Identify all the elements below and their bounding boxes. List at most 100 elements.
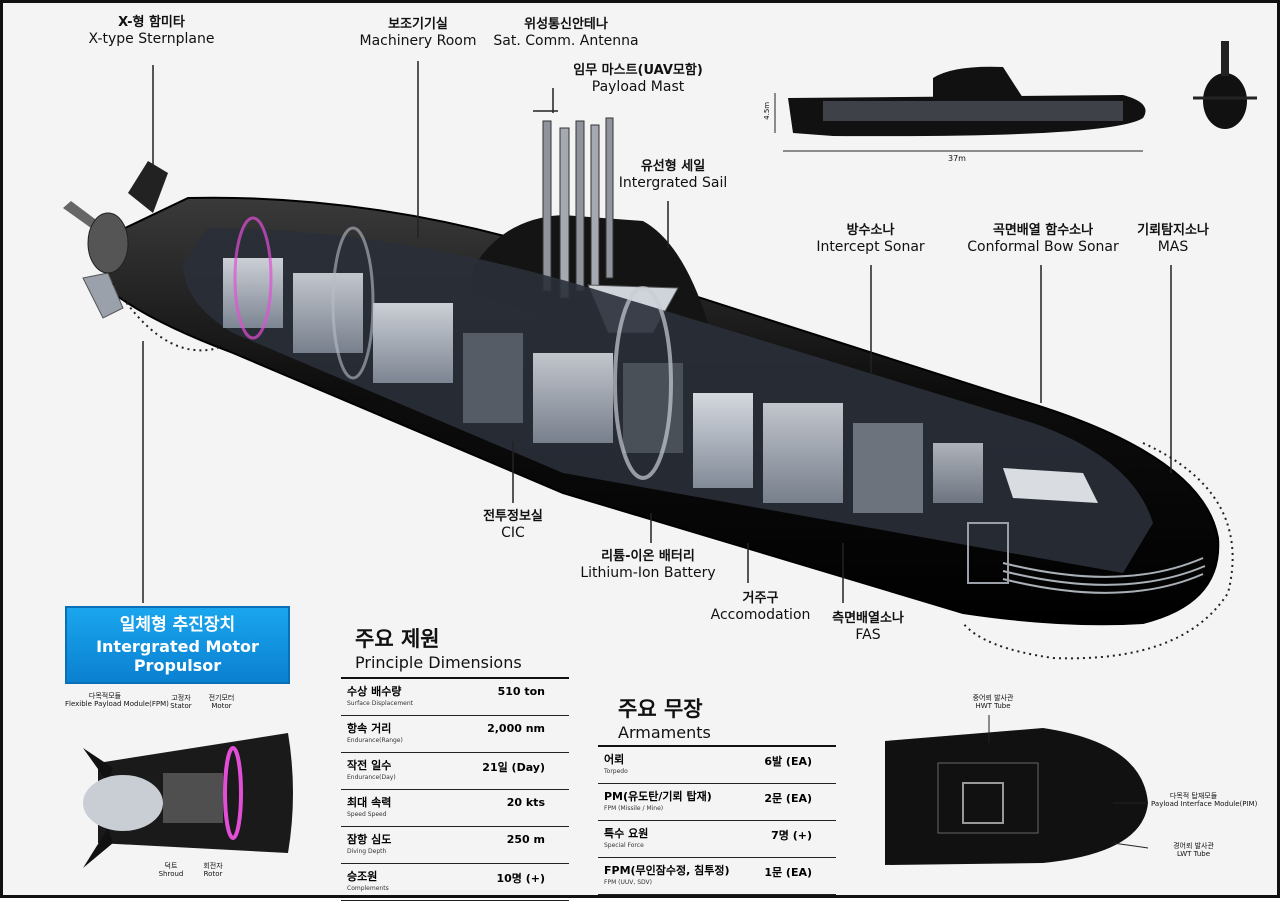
label-sat-antenna: 위성통신안테나 Sat. Comm. Antenna [485,17,647,51]
label-sternplane-en: X-type Sternplane [88,31,215,48]
propulsor-banner: 일체형 추진장치 Intergrated Motor Propulsor [65,606,290,684]
spec-value: 6발 (EA) [764,755,812,768]
spec-key: FPM(무인잠수정, 침투정) [604,864,730,877]
propulsor-part-rotor-ko: 회전자 [203,862,223,870]
spec-subkey: FPM (Missile / Mine) [604,805,664,812]
spec-subkey: Endurance(Range) [347,737,403,744]
spec-subkey: Torpedo [604,768,628,775]
label-fas-en: FAS [855,627,881,644]
propulsor-part-shroud-ko: 덕트 [164,862,178,870]
spec-value: 7명 (+) [771,829,812,842]
spec-row: 특수 요원 Special Force 7명 (+) [598,821,836,858]
propulsor-part-rotor: 회전자 Rotor [193,862,233,878]
bow-label-hwt-ko: 중어뢰 발사관 [972,694,1014,702]
dimensions-title-en: Principle Dimensions [355,653,522,672]
spec-subkey: Special Force [604,842,644,849]
spec-row: 어뢰 Torpedo 6발 (EA) [598,747,836,784]
propulsor-part-rotor-en: Rotor [203,869,223,878]
label-accommodation-en: Accomodation [710,607,811,624]
label-machinery-room-ko: 보조기기실 [388,17,448,32]
label-accommodation-ko: 거주구 [742,591,779,606]
dimensions-title-ko: 주요 제원 [355,627,440,651]
label-cic-en: CIC [501,525,525,542]
propulsor-part-payload-module-en: Flexible Payload Module(FPM) [65,699,169,708]
spec-row: PM(유도탄/기뢰 탑재)FPM (Missile / Mine)2문 (EA) [598,784,836,821]
armaments-title-en: Armaments [618,723,711,742]
spec-subkey: Diving Depth [347,848,387,855]
spec-key: PM(유도탄/기뢰 탑재) [604,790,712,803]
spec-value: 21일 (Day) [482,761,545,774]
label-payload-mast: 임무 마스트(UAV모함) Payload Mast [558,63,718,97]
side-view [774,66,1146,152]
spec-value: 1문 (EA) [764,866,812,879]
bow-label-lwt: 경어뢰 발사관 LWT Tube [1151,842,1236,858]
label-bow-sonar-en: Conformal Bow Sonar [967,239,1119,256]
label-fas: 측면배열소나 FAS [808,611,928,645]
spec-row: 승조원 Complements 10명 (+) [341,864,569,901]
label-payload-mast-en: Payload Mast [591,79,685,96]
label-intercept-sonar-en: Intercept Sonar [816,239,925,256]
bow-label-hwt-en: HWT Tube [975,701,1011,710]
label-sternplane-ko: X-형 함미타 [118,15,185,30]
bow-label-hwt: 중어뢰 발사관 HWT Tube [958,694,1028,710]
label-intercept-sonar-ko: 방수소나 [846,223,895,238]
propulsor-detail [83,733,293,868]
label-mas: 기뢰탐지소나 MAS [1128,223,1218,257]
spec-key: 수상 배수량 [347,685,402,698]
spec-key: 어뢰 [604,753,625,766]
propulsor-title-en-1: Intergrated Motor [96,637,259,656]
label-sat-antenna-ko: 위성통신안테나 [524,17,608,32]
propulsor-title-ko: 일체형 추진장치 [119,615,236,635]
leader-lines [142,61,1172,603]
label-payload-mast-ko: 임무 마스트(UAV모함) [573,63,703,78]
propulsor-part-motor-ko: 전기모터 [208,694,235,702]
label-bow-sonar-ko: 곡면배열 함수소나 [992,223,1094,238]
spec-key: 최대 속력 [347,796,392,809]
armaments-title-ko: 주요 무장 [618,697,703,721]
spec-value: 10명 (+) [496,872,545,885]
label-cic-ko: 전투정보실 [483,509,543,524]
spec-key: 특수 요원 [604,827,649,840]
side-view-height: 4.5m [763,101,772,120]
label-battery: 리튬-이온 배터리 Lithium-Ion Battery [568,549,728,583]
spec-row: FPM(무인잠수정, 침투정)FPM (UUV, SDV)1문 (EA) [598,858,836,895]
label-sat-antenna-en: Sat. Comm. Antenna [493,33,639,50]
x-sternplanes [63,161,168,319]
propulsor-part-shroud: 덕트 Shroud [151,862,191,878]
propulsor-part-motor-en: Motor [211,701,232,710]
dimensions-title: 주요 제원 Principle Dimensions [355,623,522,672]
spec-value: 510 ton [497,685,545,698]
propulsor-part-stator-en: Stator [170,701,192,710]
propulsor-title-en-2: Propulsor [133,656,222,675]
label-fas-ko: 측면배열소나 [832,611,904,626]
label-accommodation: 거주구 Accomodation [698,591,823,625]
spec-key: 작전 일수 [347,759,392,772]
spec-subkey: Surface Displacement [347,700,414,707]
propulsor-part-payload-module-ko: 다목적모듈 [88,692,122,700]
armaments-title: 주요 무장 Armaments [618,693,711,742]
bow-label-payload-interface-en: Payload Interface Module(PIM) [1151,799,1258,808]
side-view-length: 37m [948,154,966,163]
label-battery-en: Lithium-Ion Battery [580,565,716,582]
spec-key: 잠항 심도 [347,833,392,846]
label-battery-ko: 리튬-이온 배터리 [601,549,695,564]
front-view [1193,41,1257,129]
label-mas-en: MAS [1157,239,1189,256]
spec-value: 2,000 nm [487,722,545,735]
spec-value: 250 m [506,833,545,846]
label-cic: 전투정보실 CIC [463,509,563,543]
propulsor-part-shroud-en: Shroud [158,869,184,878]
label-integrated-sail: 유선형 세일 Intergrated Sail [608,159,738,193]
propulsor-part-stator: 고정자 Stator [161,694,201,710]
propulsor-part-payload-module: 다목적모듈 Flexible Payload Module(FPM) [65,692,169,708]
label-integrated-sail-en: Intergrated Sail [618,175,728,192]
spec-key: 승조원 [347,870,378,883]
bow-label-payload-interface-ko: 다목적 탑재모듈 [1169,792,1218,800]
bow-label-lwt-en: LWT Tube [1176,849,1211,858]
propulsor-part-stator-ko: 고정자 [171,694,191,702]
spec-subkey: Complements [347,885,389,892]
